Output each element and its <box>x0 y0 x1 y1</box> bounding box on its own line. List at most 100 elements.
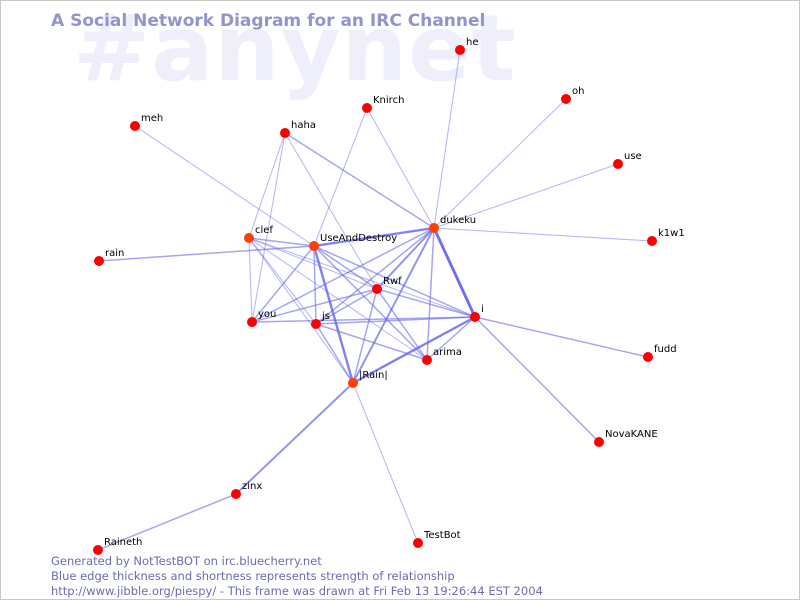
edge-UseAndDestroy-dukeku <box>313 226 435 248</box>
node-meh: meh <box>130 113 163 131</box>
edge-UseAndDestroy-you <box>251 245 315 323</box>
edge-meh-UseAndDestroy <box>134 125 315 247</box>
edge-haha-clef <box>248 132 286 239</box>
edge-dukeku-js <box>315 227 435 325</box>
edge-clef-Rain <box>248 237 354 384</box>
edge-haha-Rwf <box>284 132 378 290</box>
edge-use-dukeku <box>433 163 619 229</box>
node-haha: haha <box>280 120 316 138</box>
edge-clef-js <box>248 237 317 325</box>
node-arima: arima <box>422 347 462 365</box>
node-label: Rwf <box>383 276 402 287</box>
edge-Rain-zinx <box>235 382 354 495</box>
node-label: rain <box>105 248 124 259</box>
node-label: dukeku <box>440 215 476 226</box>
node-dot <box>613 159 623 169</box>
node-label: arima <box>433 347 462 358</box>
node-Rwf: Rwf <box>372 276 402 294</box>
edge-Rwf-Rain <box>352 288 378 384</box>
node-dot <box>643 352 653 362</box>
edge-UseAndDestroy-Rwf <box>313 245 378 290</box>
node-dot <box>311 319 321 329</box>
node-label: you <box>258 309 276 320</box>
edge-dukeku-arima <box>426 227 435 361</box>
node-Rain: |Rain| <box>348 370 388 388</box>
node-Knirch: Knirch <box>362 95 404 113</box>
diagram-title: A Social Network Diagram for an IRC Chan… <box>51 11 486 31</box>
node-label: UseAndDestroy <box>320 233 397 244</box>
node-dot <box>244 233 254 243</box>
node-dot <box>429 223 439 233</box>
node-layer: he oh meh Knirch haha use dukeku clefUseAndDest… <box>93 37 685 555</box>
edge-clef-UseAndDestroy <box>248 237 315 247</box>
edge-Rwf-i <box>376 288 476 318</box>
edge-haha-you <box>251 132 286 323</box>
edge-i-NovaKANE <box>474 316 600 443</box>
edge-haha-dukeku <box>284 132 435 229</box>
node-label: clef <box>255 225 273 236</box>
footer-generated-by: Generated by NotTestBOT on irc.bluecherr… <box>51 554 322 568</box>
node-i: i <box>470 304 484 322</box>
edge-clef-Rwf <box>248 237 378 290</box>
node-label: |Rain| <box>359 370 388 381</box>
node-label: fudd <box>654 344 677 355</box>
edge-oh-dukeku <box>433 98 567 229</box>
node-dot <box>94 256 104 266</box>
edge-dukeku-Rain <box>352 227 435 384</box>
edge-k1w1-dukeku <box>433 227 653 242</box>
node-dot <box>455 45 465 55</box>
node-dot <box>647 236 657 246</box>
node-zinx: zinx <box>231 481 262 499</box>
edge-clef-i <box>248 237 476 318</box>
node-dot <box>362 103 372 113</box>
node-dot <box>594 437 604 447</box>
node-label: js <box>321 311 330 322</box>
node-dot <box>470 312 480 322</box>
node-label: use <box>624 151 642 162</box>
node-k1w1: k1w1 <box>647 228 685 246</box>
edge-Rwf-you <box>251 288 378 323</box>
edge-i-Rain <box>352 315 476 385</box>
node-label: haha <box>291 120 316 131</box>
node-label: zinx <box>242 481 262 492</box>
edge-UseAndDestroy-arima <box>313 245 428 361</box>
node-you: you <box>247 309 276 327</box>
edge-clef-you <box>248 237 253 323</box>
node-label: Raineth <box>104 537 142 548</box>
edge-Knirch-dukeku <box>366 107 435 229</box>
node-fudd: fudd <box>643 344 677 362</box>
node-he: he <box>455 37 479 55</box>
node-clef: clef <box>244 225 273 243</box>
node-Raineth: Raineth <box>93 537 142 555</box>
node-label: oh <box>572 86 584 97</box>
edge-js-arima <box>315 323 428 361</box>
edge-Knirch-UseAndDestroy <box>313 107 368 247</box>
node-rain: rain <box>94 248 124 266</box>
node-dot <box>93 545 103 555</box>
node-dot <box>309 241 319 251</box>
edge-UseAndDestroy-i <box>313 245 476 318</box>
edge-he-dukeku <box>433 49 461 229</box>
node-use: use <box>613 151 642 169</box>
edge-js-Rain <box>315 323 354 384</box>
footer: Generated by NotTestBOT on irc.bluecherr… <box>51 554 543 599</box>
edge-i-arima <box>426 316 476 361</box>
edge-i-you <box>251 316 476 323</box>
node-dot <box>561 94 571 104</box>
node-label: he <box>466 37 479 48</box>
node-dukeku: dukeku <box>429 215 476 233</box>
node-label: i <box>481 304 484 315</box>
node-dot <box>130 121 140 131</box>
edge-zinx-Raineth <box>97 493 237 551</box>
edge-rain-UseAndDestroy <box>98 245 315 262</box>
edge-i-fudd <box>474 316 649 358</box>
edge-Rwf-js <box>315 288 378 325</box>
node-label: meh <box>141 113 163 124</box>
edge-dukeku-i <box>432 227 477 318</box>
footer-url-timestamp: http://www.jibble.org/piespy/ - This fra… <box>51 584 543 598</box>
node-label: NovaKANE <box>605 429 658 440</box>
node-TestBot: TestBot <box>413 530 461 548</box>
node-UseAndDestroy: UseAndDestroy <box>309 233 397 251</box>
node-dot <box>247 317 257 327</box>
